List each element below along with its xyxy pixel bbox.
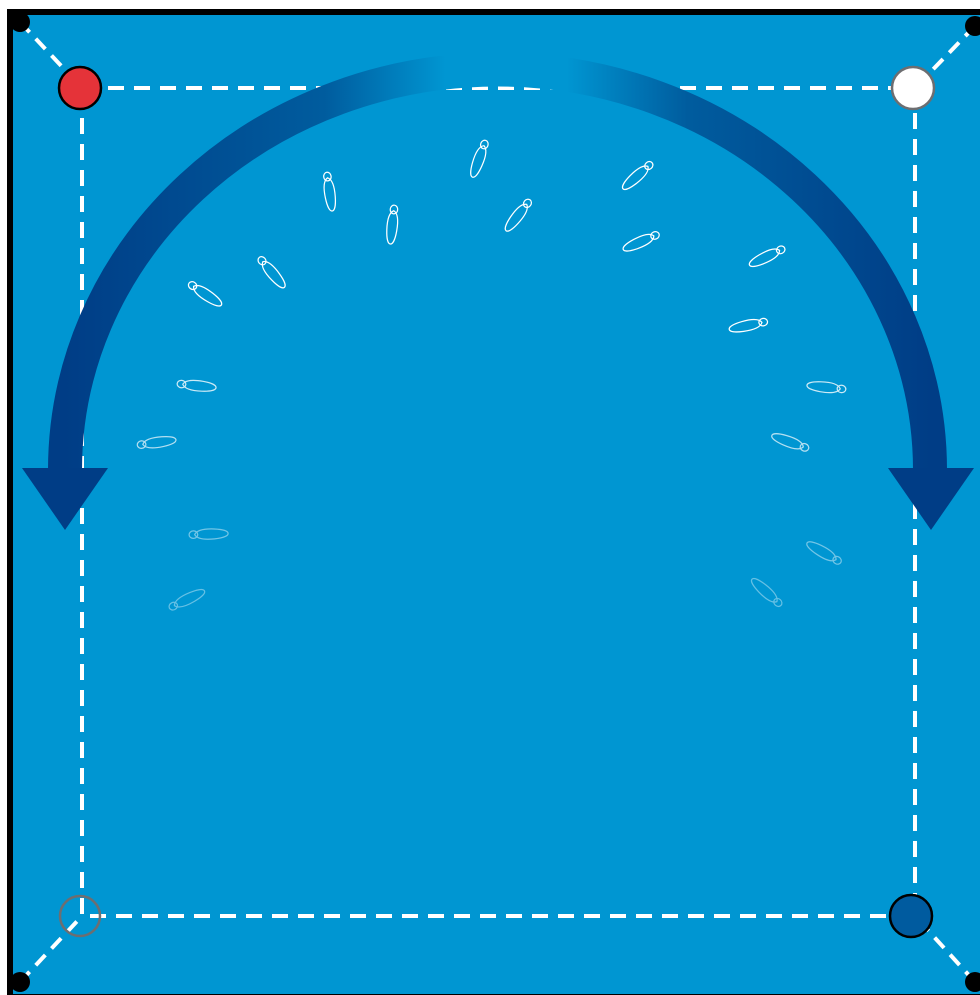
outer-corner-dot-bottom-left	[10, 972, 30, 992]
outer-corner-dot-top-left	[10, 12, 30, 32]
corner-red	[59, 67, 101, 109]
mat-area	[10, 12, 980, 995]
corner-white	[892, 67, 934, 109]
corner-blue	[890, 895, 932, 937]
